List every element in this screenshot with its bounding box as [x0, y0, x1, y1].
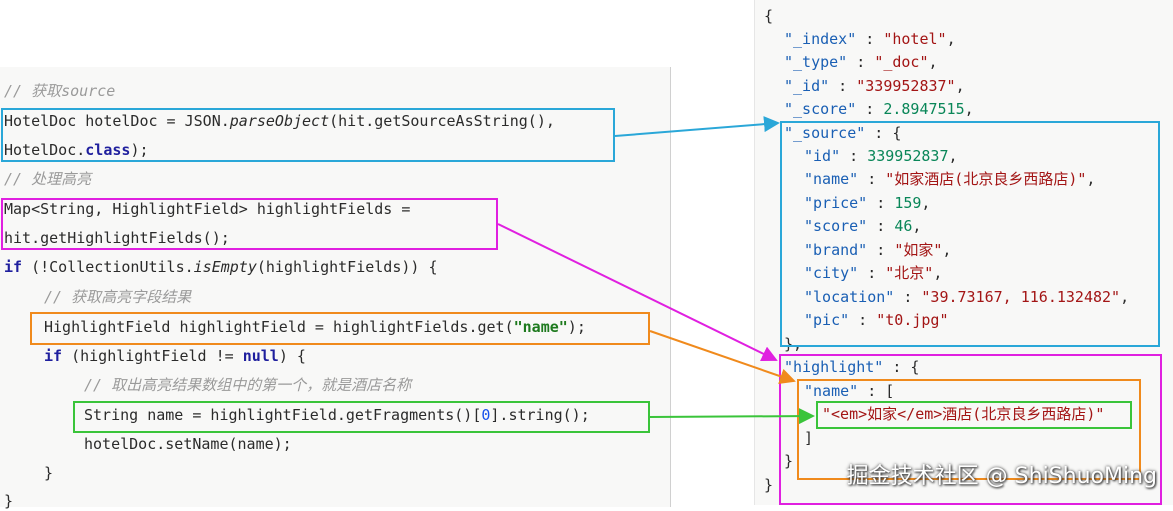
comment-handle-highlight: // 处理高亮	[4, 170, 92, 188]
code-line-highlight-map: Map<String, HighlightField> highlightFie…	[4, 200, 411, 218]
json-id-line: "_id" : "339952837",	[784, 77, 965, 95]
json-highlight-name: "name" : [	[804, 382, 895, 400]
json-source-brand: "brand" : "如家",	[804, 241, 952, 259]
json-source-score: "score" : 46,	[804, 217, 922, 235]
comment-take-first-fragment: // 取出高亮结果数组中的第一个，就是酒店名称	[84, 376, 412, 394]
json-source-id: "id" : 339952837,	[804, 147, 958, 165]
code-line-hoteldoc-class: HotelDoc.class);	[4, 141, 149, 159]
json-index-line: "_index" : "hotel",	[784, 30, 956, 48]
json-source-pic: "pic" : "t0.jpg"	[804, 311, 949, 329]
json-source-name: "name" : "如家酒店(北京良乡西路店)",	[804, 170, 1096, 188]
comment-get-source: // 获取source	[4, 82, 116, 100]
json-open-brace: {	[764, 7, 774, 25]
code-line-get-fragments: String name = highlightField.getFragment…	[84, 406, 590, 424]
code-panel: // 获取source HotelDoc hotelDoc = JSON.par…	[0, 67, 671, 510]
json-close-brace: }	[764, 476, 774, 494]
comment-get-field-result: // 获取高亮字段结果	[44, 288, 192, 306]
json-source-location: "location" : "39.73167, 116.132482",	[804, 288, 1130, 306]
json-source-line: "_source" : {	[784, 124, 902, 142]
arrow-highlight-name	[649, 330, 796, 384]
arrow-source	[614, 116, 780, 137]
json-type-line: "_type" : "_doc",	[784, 53, 938, 71]
code-line-close-inner: }	[44, 464, 54, 482]
json-source-price: "price" : 159,	[804, 194, 931, 212]
json-source-city: "city" : "北京",	[804, 264, 943, 282]
arrow-highlight	[497, 223, 778, 362]
json-array-close: ]	[804, 429, 814, 447]
code-line-get-name-field: HighlightField highlightField = highligh…	[44, 318, 586, 336]
watermark: 掘金技术社区 @ ShiShuoMing	[846, 464, 1157, 489]
code-line-set-name: hotelDoc.setName(name);	[84, 435, 292, 453]
code-line-if-not-null: if (highlightField != null) {	[44, 347, 306, 365]
arrow-fragment	[649, 408, 815, 425]
json-highlight-close: }	[784, 452, 794, 470]
json-source-close: },	[784, 335, 803, 353]
code-line-get-highlight-fields: hit.getHighlightFields();	[4, 229, 230, 247]
json-highlight-fragment: "<em>如家</em>酒店(北京良乡西路店)"	[822, 405, 1105, 423]
code-line-parse-object: HotelDoc hotelDoc = JSON.parseObject(hit…	[4, 112, 555, 130]
json-highlight-line: "highlight" : {	[784, 358, 920, 376]
code-line-if-not-empty: if (!CollectionUtils.isEmpty(highlightFi…	[4, 258, 438, 276]
code-line-close-outer: }	[4, 492, 14, 510]
json-score-line: "_score" : 2.8947515,	[784, 100, 974, 118]
json-panel: { "_index" : "hotel", "_type" : "_doc", …	[754, 0, 1173, 505]
